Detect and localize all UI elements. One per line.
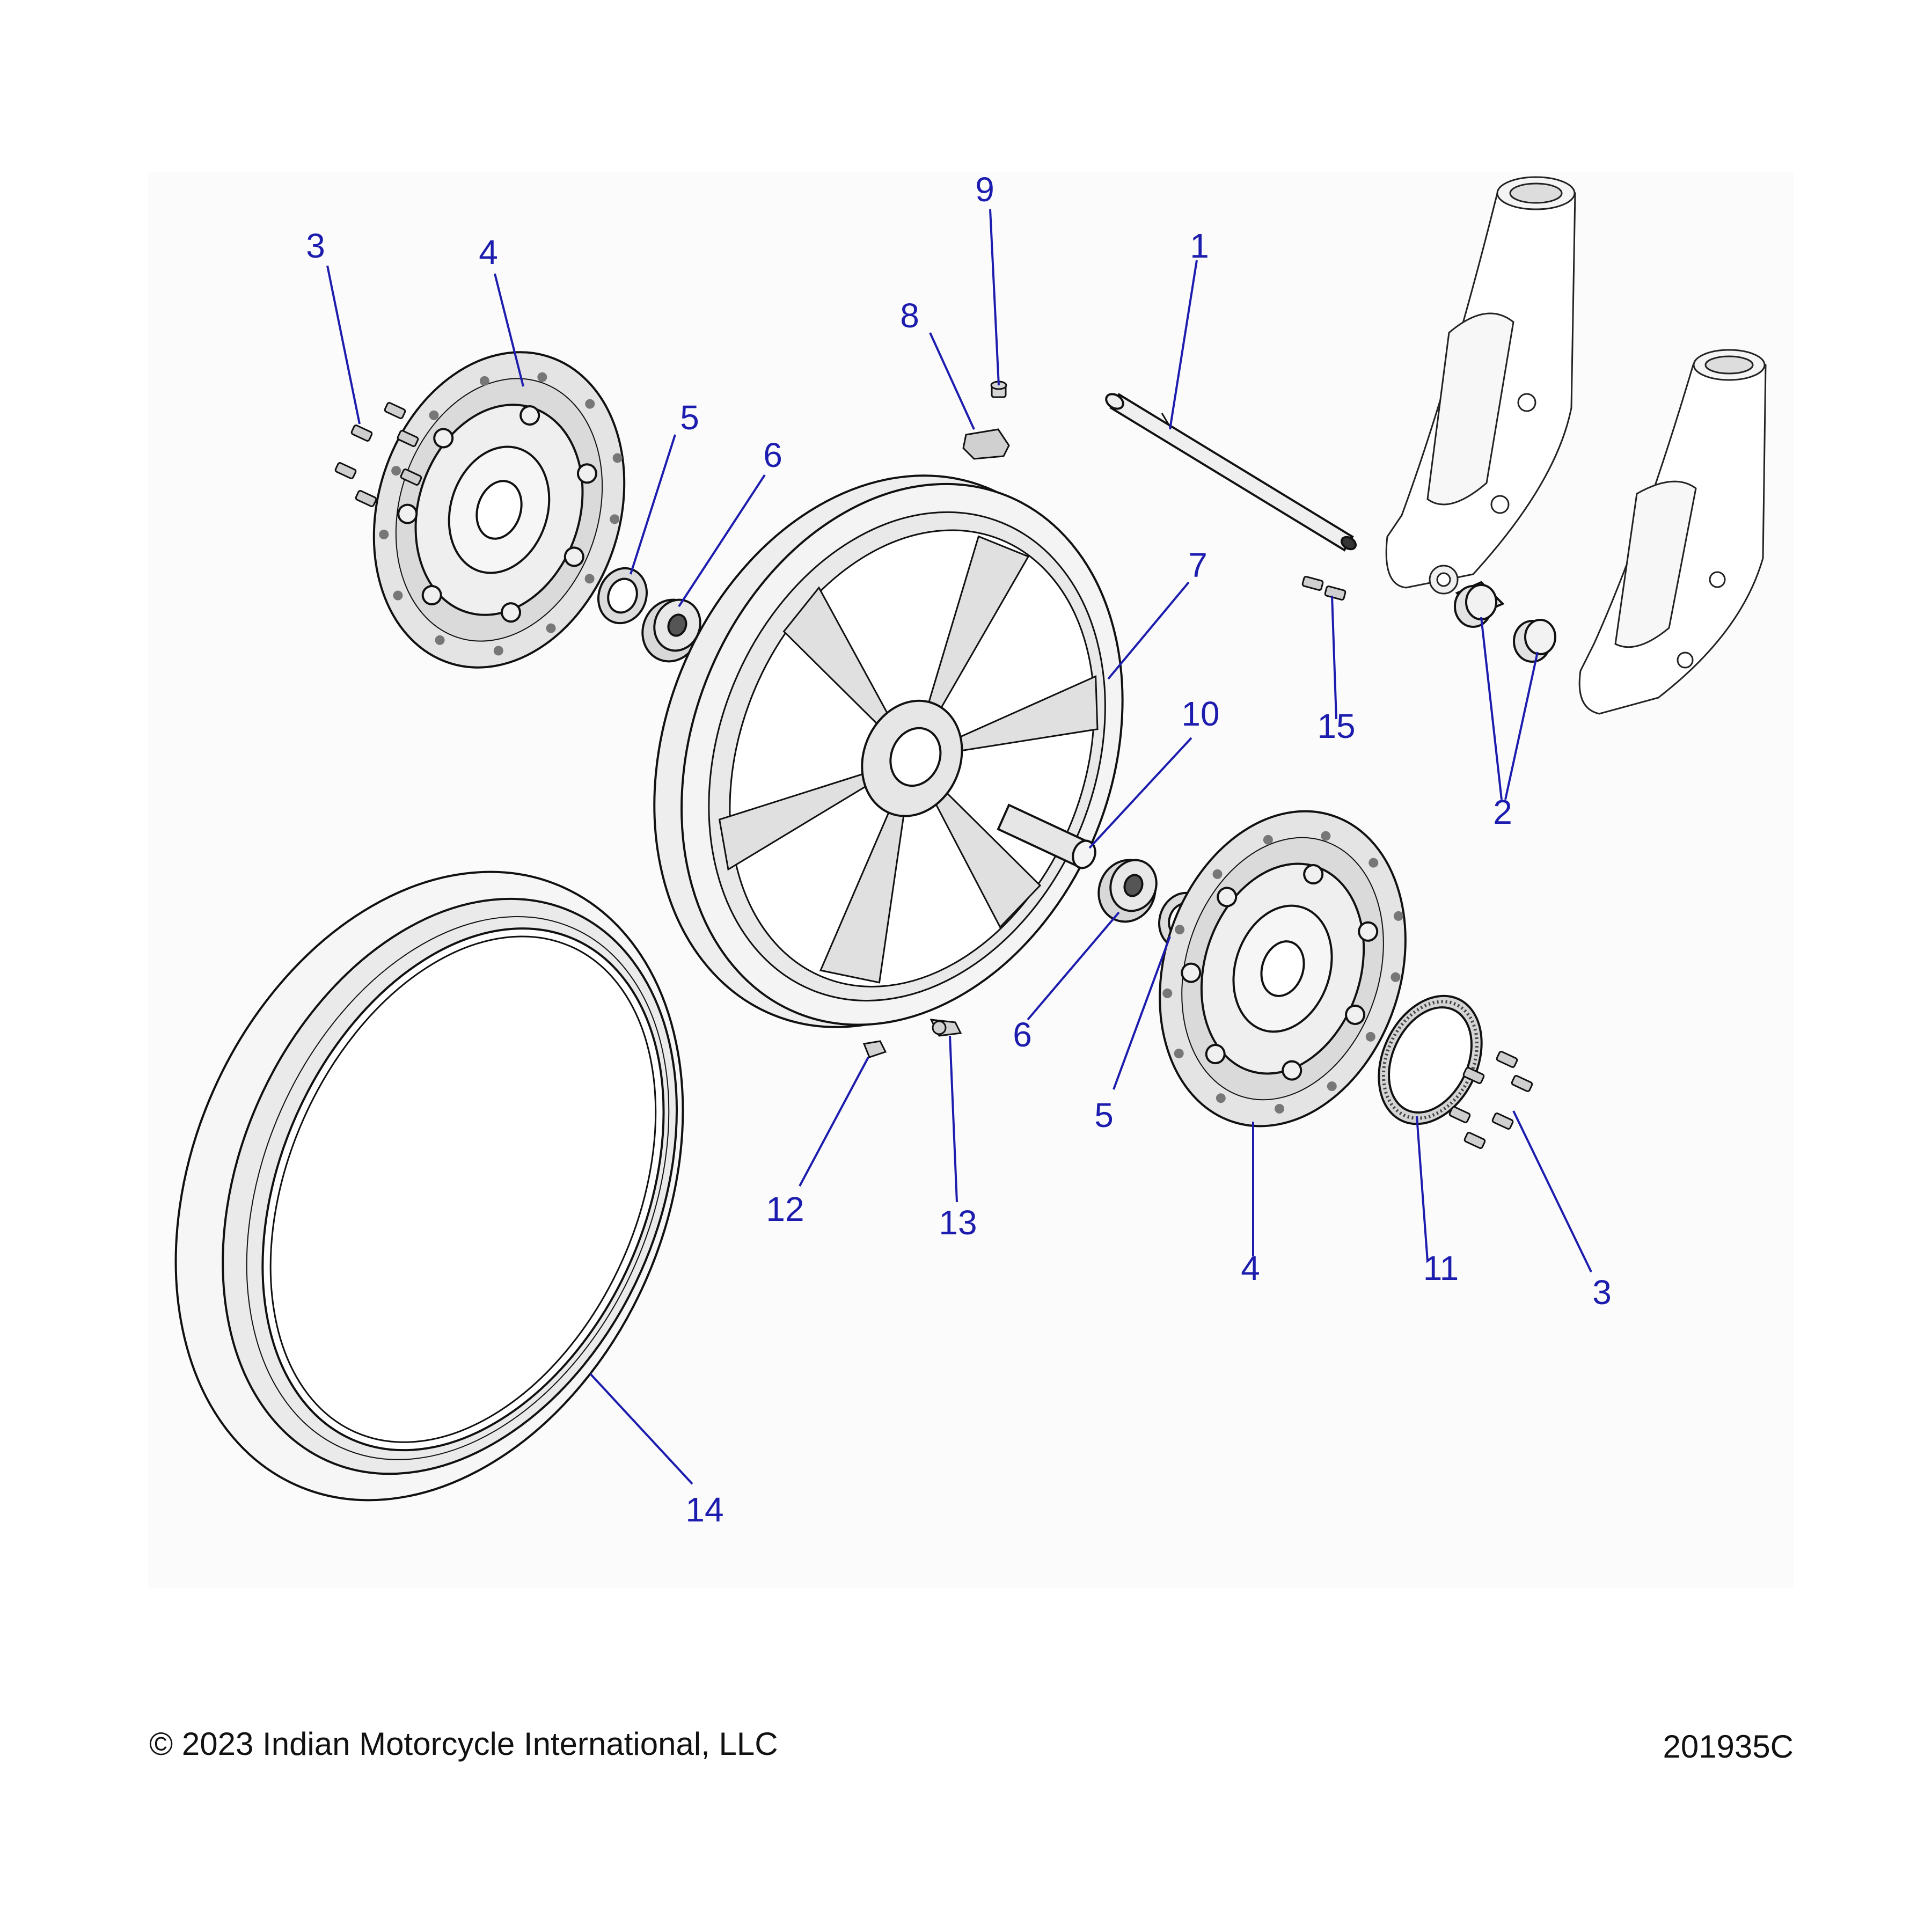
callout-10: 10 — [1181, 694, 1219, 733]
callout-2: 2 — [1493, 793, 1512, 831]
callout-9: 9 — [975, 170, 994, 209]
callout-3: 3 — [306, 226, 325, 265]
bearing-right — [1097, 859, 1158, 923]
callout-4: 4 — [1241, 1249, 1260, 1287]
rotor-bolts-left — [334, 402, 422, 507]
callout-4: 4 — [479, 233, 498, 272]
axle-spacer-right — [1513, 619, 1556, 663]
callout-12: 12 — [766, 1190, 804, 1228]
valve-nut — [862, 1040, 887, 1058]
left-fork-leg — [1385, 176, 1576, 595]
rotor-bolts-right — [1448, 1051, 1533, 1149]
callout-6: 6 — [1013, 1015, 1032, 1054]
callout-1: 1 — [1190, 226, 1209, 265]
cast-wheel — [653, 474, 1124, 1028]
callout-14: 14 — [685, 1490, 723, 1529]
pinch-bolts — [1301, 576, 1346, 601]
callout-5: 5 — [680, 398, 699, 437]
copyright-notice: © 2023 Indian Motorcycle International, … — [149, 1726, 778, 1762]
axle — [1105, 393, 1357, 552]
callout-15: 15 — [1317, 707, 1355, 745]
right-fork-leg — [1578, 349, 1767, 715]
callout-8: 8 — [900, 296, 919, 335]
callout-7: 7 — [1188, 546, 1208, 584]
axle-spacer-left — [1454, 581, 1505, 628]
abs-tone-ring — [1378, 994, 1483, 1125]
callout-labels: 1 2 3 3 4 4 5 5 6 6 7 8 9 10 11 12 13 14… — [306, 170, 1612, 1529]
speed-sensor — [962, 428, 1010, 460]
leader-lines — [326, 209, 1592, 1485]
callout-11: 11 — [1423, 1249, 1459, 1287]
callout-3: 3 — [1592, 1273, 1612, 1312]
wheel-spacer-tube — [997, 803, 1096, 869]
callout-5: 5 — [1094, 1096, 1114, 1135]
brake-disc-left — [372, 351, 626, 669]
tire — [174, 870, 684, 1502]
callout-6: 6 — [763, 436, 782, 474]
brake-disc-right — [1159, 810, 1407, 1128]
valve-stem — [930, 1019, 962, 1037]
callout-13: 13 — [939, 1203, 977, 1242]
drawing-number: 201935C — [1663, 1729, 1794, 1765]
